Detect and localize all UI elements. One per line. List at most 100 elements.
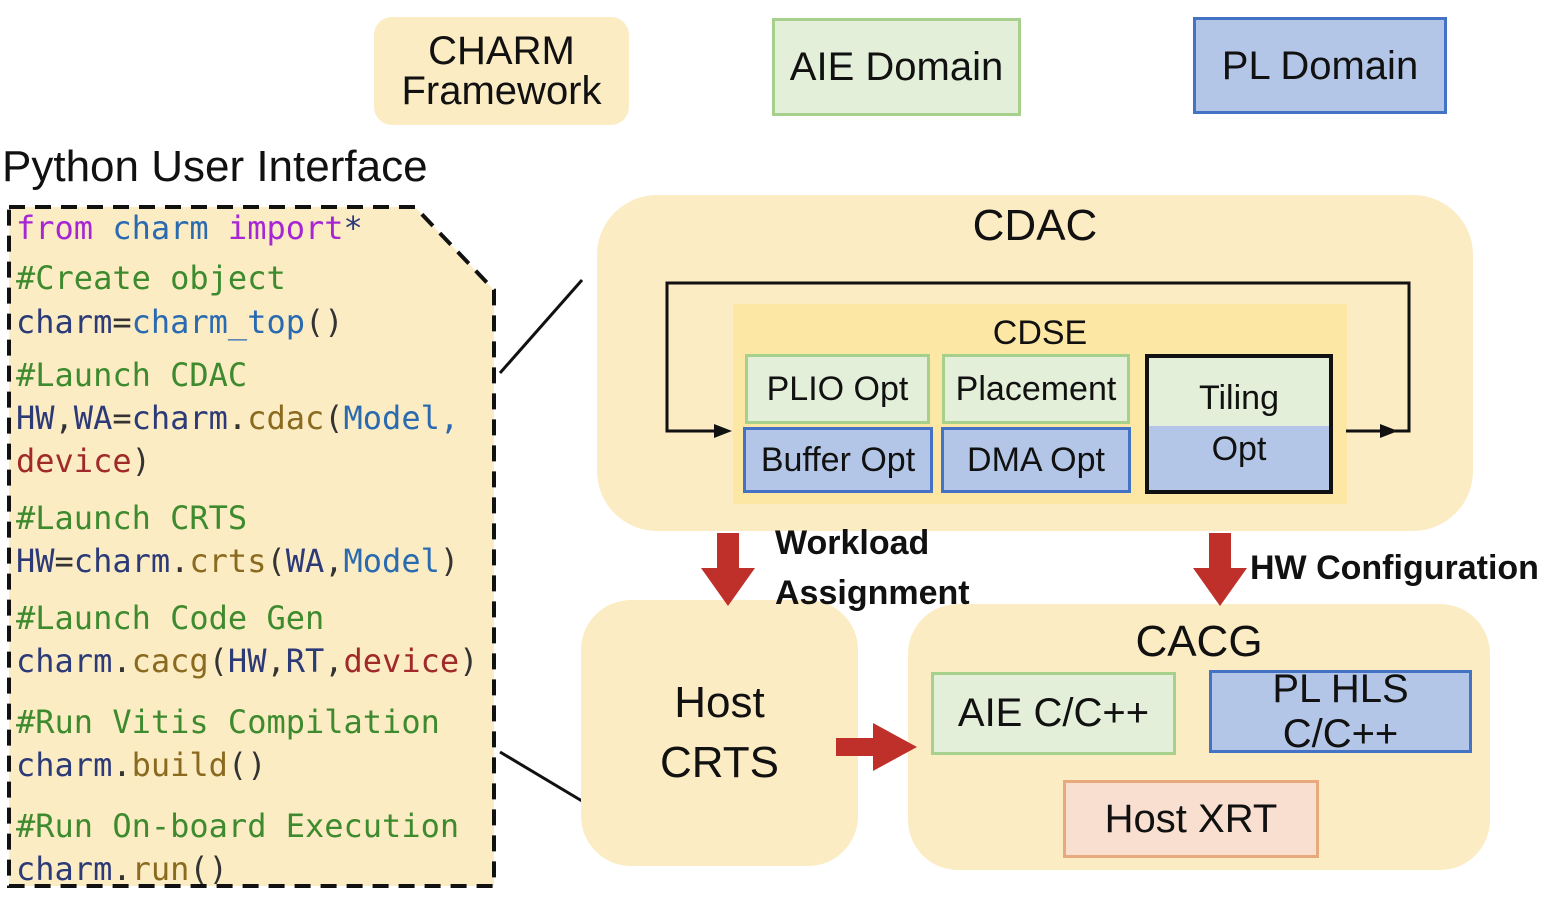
- cdse-title: CDSE: [992, 313, 1088, 352]
- host-crts-label: Host CRTS: [581, 600, 858, 866]
- code-token: =: [112, 303, 132, 341]
- code-token: .: [227, 399, 248, 437]
- code-token: crts: [189, 542, 267, 580]
- tiling-opt-box: Tiling Opt: [1145, 354, 1333, 494]
- code-token: ): [131, 442, 151, 480]
- code-token: ,: [324, 642, 344, 680]
- hw-config-arrow: [1193, 533, 1247, 606]
- code-token: HW: [227, 642, 267, 680]
- code-token: #Run Vitis Compilation: [16, 703, 440, 741]
- legend-charm-framework: CHARM Framework: [374, 17, 629, 125]
- code-line: #Launch Code Gen: [16, 600, 324, 636]
- placement-box: Placement: [942, 354, 1130, 424]
- code-token: charm: [73, 542, 171, 580]
- code-line: #Run On-board Execution: [16, 808, 459, 844]
- code-token: ,: [324, 542, 344, 580]
- code-token: HW: [16, 399, 55, 437]
- legend-charm-line1: CHARM: [428, 29, 575, 73]
- legend-charm-line2: Framework: [401, 69, 602, 113]
- host-line1: Host: [674, 678, 765, 727]
- code-token: build: [131, 746, 228, 784]
- code-token: charm: [16, 746, 113, 784]
- legend-pl-domain: PL Domain: [1193, 17, 1447, 114]
- tiling-opt-top: Tiling: [1149, 358, 1329, 426]
- code-token: (): [227, 746, 267, 784]
- workload-line2: Assignment: [775, 574, 970, 612]
- zoom-line-top: [498, 279, 584, 374]
- code-line: from charm import*: [16, 210, 363, 246]
- pl-hls-cpp-box: PL HLS C/C++: [1209, 667, 1472, 756]
- code-token: WA: [73, 399, 113, 437]
- legend-aie-domain: AIE Domain: [772, 18, 1021, 116]
- workload-arrow: [701, 533, 755, 606]
- code-token: .: [112, 850, 132, 888]
- hw-configuration-label: HW Configuration: [1250, 549, 1539, 587]
- code-token: cacg: [131, 642, 209, 680]
- code-token: .: [170, 542, 190, 580]
- loop-line: [665, 281, 1411, 433]
- code-token: (: [266, 542, 286, 580]
- code-token: #Launch CRTS: [16, 499, 248, 537]
- code-token: run: [131, 850, 190, 888]
- red-arrows: [701, 533, 1247, 771]
- code-line: #Launch CDAC: [16, 357, 247, 393]
- code-token: #Create object: [16, 259, 286, 297]
- code-token: import: [227, 209, 344, 247]
- code-token: (): [189, 850, 228, 888]
- cdac-title: CDAC: [972, 201, 1098, 250]
- code-line: device): [16, 443, 151, 479]
- code-token: .: [112, 746, 132, 784]
- code-token: charm: [112, 209, 228, 247]
- code-token: #Launch Code Gen: [16, 599, 325, 637]
- dma-opt-box: DMA Opt: [941, 427, 1131, 493]
- host-box: [581, 600, 858, 866]
- code-token: charm: [131, 399, 228, 437]
- code-token: RT: [285, 642, 325, 680]
- code-token: Model: [343, 542, 440, 580]
- code-token: HW: [16, 542, 55, 580]
- code-token: ,: [54, 399, 74, 437]
- cacg-title: CACG: [1135, 617, 1263, 666]
- code-line: charm.cacg(HW,RT,device): [16, 643, 478, 679]
- code-token: #Launch CDAC: [16, 356, 248, 394]
- code-token: *: [343, 209, 363, 247]
- code-token: Model,: [343, 399, 460, 437]
- code-line: #Create object: [16, 260, 286, 296]
- code-line: charm=charm_top(): [16, 304, 344, 340]
- code-token: WA: [285, 542, 325, 580]
- code-token: cdac: [247, 399, 325, 437]
- code-token: ): [459, 642, 479, 680]
- python-ui-title: Python User Interface: [2, 142, 428, 191]
- aie-cpp-box: AIE C/C++: [931, 672, 1176, 755]
- code-token: charm: [16, 850, 113, 888]
- code-line: HW=charm.crts(WA,Model): [16, 543, 459, 579]
- host-to-cacg-arrow: [836, 723, 917, 771]
- code-token: (): [304, 303, 344, 341]
- code-token: from: [16, 209, 113, 247]
- code-panel-outline: [7, 205, 496, 888]
- code-line: HW,WA=charm.cdac(Model,: [16, 400, 459, 436]
- code-token: device: [343, 642, 460, 680]
- host-xrt-box: Host XRT: [1063, 780, 1319, 858]
- loop-arrowhead-right: [1380, 424, 1398, 438]
- code-token: =: [112, 399, 132, 437]
- code-token: ): [439, 542, 460, 580]
- code-token: (: [324, 399, 344, 437]
- host-line2: CRTS: [660, 738, 779, 787]
- tiling-opt-bottom: Opt: [1149, 426, 1329, 490]
- code-line: #Run Vitis Compilation: [16, 704, 440, 740]
- code-line: charm.build(): [16, 747, 266, 783]
- code-token: charm: [16, 642, 113, 680]
- loop-arrowhead-left: [714, 424, 732, 438]
- buffer-opt-box: Buffer Opt: [743, 427, 933, 493]
- plio-opt-box: PLIO Opt: [745, 354, 930, 424]
- code-token: charm_top: [131, 303, 305, 341]
- zoom-line-bottom: [499, 750, 583, 803]
- code-token: charm: [16, 303, 113, 341]
- code-line: charm.run(): [16, 851, 228, 887]
- code-token: ,: [266, 642, 286, 680]
- code-token: =: [54, 542, 74, 580]
- workload-assignment-label: Workload Assignment: [775, 518, 970, 618]
- code-token: .: [112, 642, 132, 680]
- code-line: #Launch CRTS: [16, 500, 247, 536]
